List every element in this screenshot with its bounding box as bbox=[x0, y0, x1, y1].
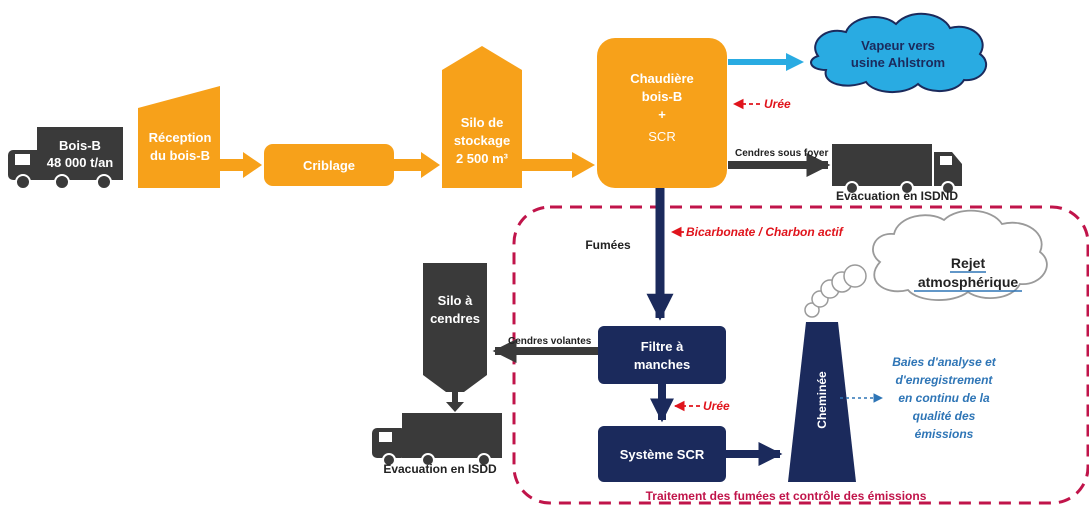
smoke-plume bbox=[804, 264, 867, 318]
baies-label-2: d'enregistrement bbox=[896, 373, 994, 387]
truck-in-label-1: Bois-B bbox=[59, 138, 101, 153]
baies-label-3: en continu de la bbox=[898, 391, 990, 405]
cendres-sous-foyer-label: Cendres sous foyer bbox=[735, 148, 828, 159]
incoming-truck: Bois-B 48 000 t/an bbox=[8, 127, 123, 190]
fumees-label: Fumées bbox=[585, 238, 631, 252]
rejet-label-1: Rejet bbox=[951, 255, 986, 271]
chaudiere-label-2: bois-B bbox=[642, 89, 682, 104]
isdnd-truck bbox=[832, 144, 962, 195]
silo-cendres-label-2: cendres bbox=[430, 311, 480, 326]
cheminee-label: Cheminée bbox=[815, 371, 829, 429]
baies-label-4: qualité des bbox=[913, 409, 976, 423]
chaudiere-box bbox=[597, 38, 727, 188]
chaudiere-label-1: Chaudière bbox=[630, 71, 694, 86]
filtre-box bbox=[598, 326, 726, 384]
rejet-label-2: atmosphérique bbox=[918, 274, 1019, 290]
vapeur-cloud bbox=[810, 12, 987, 93]
silo-cendres-label-1: Silo à bbox=[438, 293, 473, 308]
truck-in-label-2: 48 000 t/an bbox=[47, 155, 114, 170]
filtre-label-1: Filtre à bbox=[641, 339, 684, 354]
silo-cendres-down-head bbox=[446, 402, 464, 412]
criblage-box bbox=[264, 144, 394, 186]
filtre-label-2: manches bbox=[634, 357, 690, 372]
isdd-truck bbox=[372, 413, 502, 467]
silo-stockage-box bbox=[442, 46, 522, 188]
evacuation-isdd-label: Evacuation en ISDD bbox=[383, 462, 497, 476]
systeme-scr-label: Système SCR bbox=[620, 447, 705, 462]
arrow-criblage-silo bbox=[394, 152, 440, 178]
reception-box bbox=[138, 86, 220, 188]
uree-bottom-label: Urée bbox=[703, 399, 730, 413]
baies-label-1: Baies d'analyse et bbox=[892, 355, 997, 369]
bicarbonate-label: Bicarbonate / Charbon actif bbox=[686, 225, 844, 239]
systeme-scr-box bbox=[598, 426, 726, 482]
arrow-reception-criblage bbox=[220, 152, 262, 178]
chaudiere-label-4: SCR bbox=[648, 129, 675, 144]
cendres-volantes-label: Cendres volantes bbox=[508, 336, 592, 347]
cheminee-box bbox=[788, 322, 856, 482]
vapeur-label-1: Vapeur vers bbox=[861, 38, 935, 53]
rejet-cloud bbox=[872, 209, 1048, 301]
baies-label-5: émissions bbox=[915, 427, 974, 441]
steam-arrow-head bbox=[786, 53, 804, 71]
reception-label-1: Réception bbox=[149, 130, 212, 145]
chaudiere-label-3: + bbox=[658, 107, 666, 122]
vapeur-label-2: usine Ahlstrom bbox=[851, 55, 945, 70]
silo-stockage-label-1: Silo de bbox=[461, 115, 504, 130]
traitement-caption: Traitement des fumées et contrôle des ém… bbox=[646, 489, 927, 503]
criblage-label: Criblage bbox=[303, 158, 355, 173]
evacuation-isdnd-label: Evacuation en ISDND bbox=[836, 189, 958, 203]
reception-label-2: du bois-B bbox=[150, 148, 210, 163]
silo-stockage-label-3: 2 500 m³ bbox=[456, 151, 509, 166]
arrow-silo-chaudiere bbox=[522, 152, 595, 178]
uree-top-label: Urée bbox=[764, 97, 791, 111]
silo-stockage-label-2: stockage bbox=[454, 133, 510, 148]
silo-cendres-box bbox=[423, 263, 487, 392]
